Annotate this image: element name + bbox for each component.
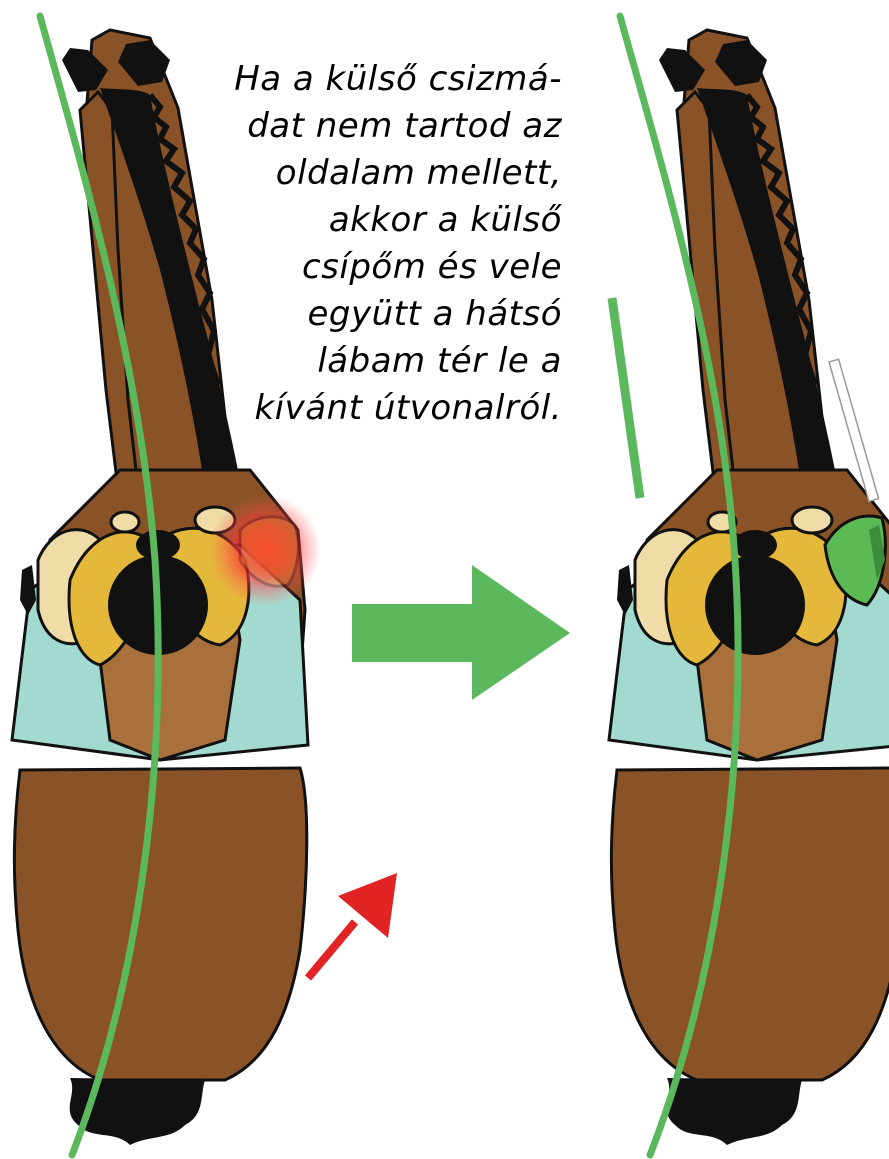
caption-text: Ha a külső csizmá- dat nem tartod az old…	[150, 56, 562, 432]
caption-line: kívánt útvonalról.	[150, 385, 562, 432]
caption-line: akkor a külső	[150, 197, 562, 244]
caption-line: dat nem tartod az	[150, 103, 562, 150]
caption-line: oldalam mellett,	[150, 150, 562, 197]
horse-after	[609, 30, 889, 1145]
right-arrow-icon	[352, 565, 570, 700]
caption-line: Ha a külső csizmá-	[150, 56, 562, 103]
caption-line: lábam tér le a	[150, 338, 562, 385]
caption-line: csípőm és vele	[150, 244, 562, 291]
diagonal-arrow-icon	[308, 873, 397, 978]
caption-line: együtt a hátsó	[150, 291, 562, 338]
reference-bar-green	[612, 298, 640, 498]
